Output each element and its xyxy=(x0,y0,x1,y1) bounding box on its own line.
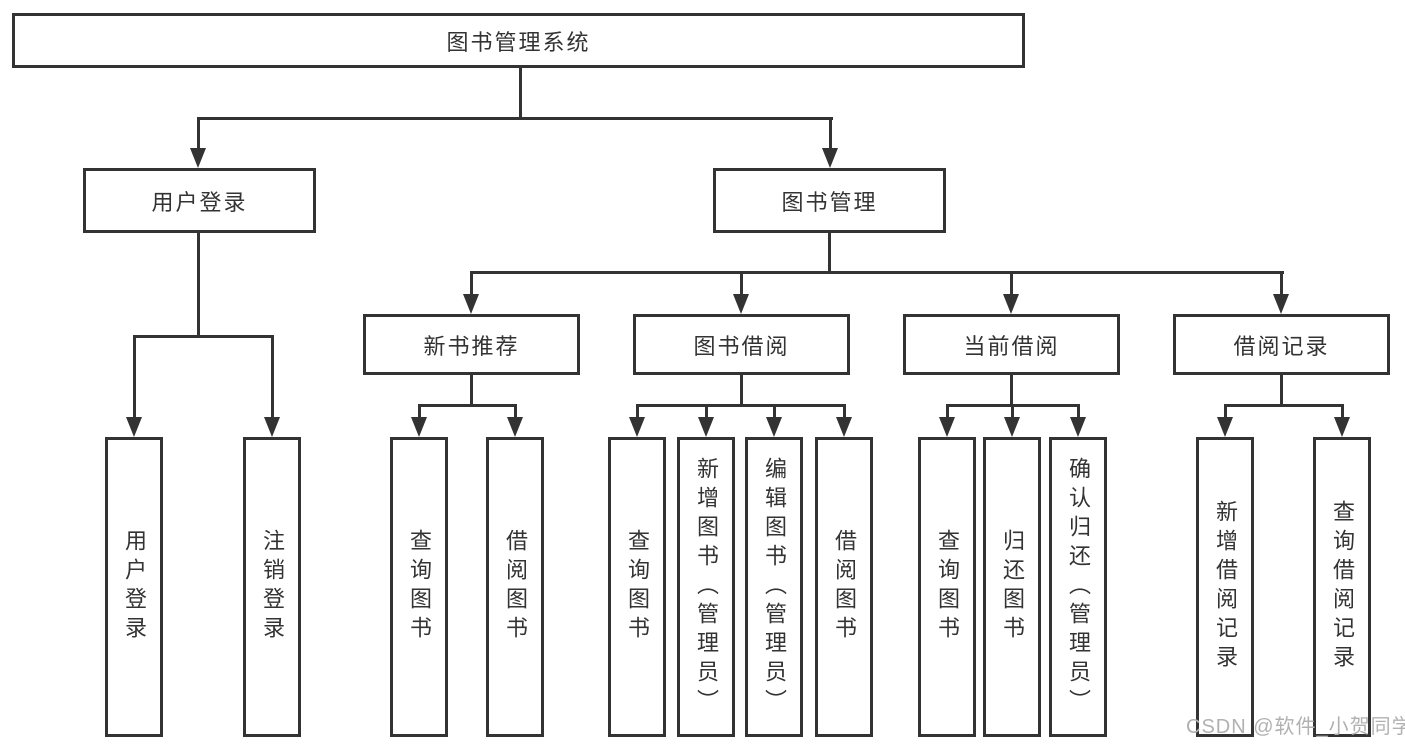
leaf-user-login-label: 用户登录 xyxy=(122,529,147,645)
edge-line xyxy=(418,404,517,407)
arrow-down-icon xyxy=(264,417,280,437)
arrow-down-icon xyxy=(1004,417,1020,437)
arrow-down-icon xyxy=(836,417,852,437)
edge-line xyxy=(514,404,517,422)
node-current-borrow-label: 当前借阅 xyxy=(963,333,1060,359)
arrow-down-icon xyxy=(411,417,427,437)
edge-line xyxy=(773,404,776,422)
edge-line xyxy=(705,404,708,422)
edge-line xyxy=(740,271,743,299)
arrow-down-icon xyxy=(507,417,523,437)
leaf-borrow-books-label: 借阅图书 xyxy=(832,529,857,645)
arrow-down-icon xyxy=(1070,417,1086,437)
edge-line xyxy=(829,117,832,151)
arrow-down-icon xyxy=(463,294,479,314)
node-book-management: 图书管理 xyxy=(713,168,946,233)
arrow-down-icon xyxy=(766,417,782,437)
leaf-logout: 注销登录 xyxy=(243,437,301,737)
leaf-query-borrow-record-label: 查询借阅记录 xyxy=(1330,500,1355,674)
leaf-borrow-books-recommend-label: 借阅图书 xyxy=(503,529,528,645)
arrow-down-icon xyxy=(822,148,838,168)
edge-line xyxy=(271,335,274,420)
node-borrow-records-label: 借阅记录 xyxy=(1233,333,1330,359)
leaf-query-books-recommend: 查询图书 xyxy=(390,437,448,737)
leaf-edit-books-admin: 编辑图书（管理员） xyxy=(745,437,803,737)
arrow-down-icon xyxy=(1217,417,1233,437)
edge-line xyxy=(1077,404,1080,422)
arrow-down-icon xyxy=(1273,294,1289,314)
edge-line xyxy=(636,404,846,407)
edge-line xyxy=(946,404,949,422)
leaf-borrow-books-recommend: 借阅图书 xyxy=(486,437,544,737)
leaf-query-books-current: 查询图书 xyxy=(918,437,976,737)
edge-line xyxy=(133,335,274,338)
edge-line xyxy=(1224,404,1227,422)
edge-line xyxy=(1280,271,1283,299)
arrow-down-icon xyxy=(190,148,206,168)
leaf-return-books: 归还图书 xyxy=(983,437,1041,737)
leaf-query-books-borrow-label: 查询图书 xyxy=(625,529,650,645)
leaf-add-borrow-record-label: 新增借阅记录 xyxy=(1213,500,1238,674)
leaf-query-books-current-label: 查询图书 xyxy=(935,529,960,645)
leaf-user-login: 用户登录 xyxy=(105,437,163,737)
edge-line xyxy=(418,404,421,422)
node-new-book-recommend: 新书推荐 xyxy=(363,314,580,375)
edge-line xyxy=(636,404,639,422)
edge-line xyxy=(1224,404,1344,407)
edge-line xyxy=(1011,404,1014,422)
leaf-return-books-label: 归还图书 xyxy=(1000,529,1025,645)
leaf-add-books-admin: 新增图书（管理员） xyxy=(677,437,735,737)
arrow-down-icon xyxy=(1003,294,1019,314)
edge-line xyxy=(519,67,522,119)
node-user-login-label: 用户登录 xyxy=(151,189,248,215)
edge-line xyxy=(470,271,1284,274)
edge-line xyxy=(197,117,200,151)
leaf-query-books-borrow: 查询图书 xyxy=(608,437,666,737)
arrow-down-icon xyxy=(698,417,714,437)
node-root: 图书管理系统 xyxy=(12,13,1025,68)
leaf-borrow-books: 借阅图书 xyxy=(815,437,873,737)
node-borrow-records: 借阅记录 xyxy=(1173,314,1390,375)
node-root-label: 图书管理系统 xyxy=(446,29,591,55)
leaf-query-books-recommend-label: 查询图书 xyxy=(407,529,432,645)
node-user-login: 用户登录 xyxy=(83,168,316,233)
edge-line xyxy=(133,335,136,420)
arrow-down-icon xyxy=(939,417,955,437)
edge-line xyxy=(470,271,473,299)
node-book-management-label: 图书管理 xyxy=(781,189,878,215)
edge-line xyxy=(828,233,831,274)
edge-line xyxy=(843,404,846,422)
edge-line xyxy=(197,117,833,120)
leaf-confirm-return-admin: 确认归还（管理员） xyxy=(1049,437,1107,737)
leaf-add-borrow-record: 新增借阅记录 xyxy=(1196,437,1254,737)
edge-line xyxy=(197,233,200,337)
leaf-confirm-return-admin-label: 确认归还（管理员） xyxy=(1066,456,1091,718)
node-book-borrow: 图书借阅 xyxy=(633,314,850,375)
leaf-logout-label: 注销登录 xyxy=(260,529,285,645)
arrow-down-icon xyxy=(629,417,645,437)
watermark: CSDN @软件_小贺同学 xyxy=(1186,716,1405,738)
leaf-edit-books-admin-label: 编辑图书（管理员） xyxy=(762,456,787,718)
arrow-down-icon xyxy=(126,417,142,437)
edge-line xyxy=(1010,271,1013,299)
arrow-down-icon xyxy=(1334,417,1350,437)
edge-line xyxy=(1010,375,1013,406)
edge-line xyxy=(1280,375,1283,406)
node-new-book-recommend-label: 新书推荐 xyxy=(423,333,520,359)
leaf-query-borrow-record: 查询借阅记录 xyxy=(1313,437,1371,737)
node-book-borrow-label: 图书借阅 xyxy=(693,333,790,359)
leaf-add-books-admin-label: 新增图书（管理员） xyxy=(694,456,719,718)
node-current-borrow: 当前借阅 xyxy=(903,314,1120,375)
edge-line xyxy=(470,375,473,406)
edge-line xyxy=(1341,404,1344,422)
edge-line xyxy=(740,375,743,406)
arrow-down-icon xyxy=(733,294,749,314)
